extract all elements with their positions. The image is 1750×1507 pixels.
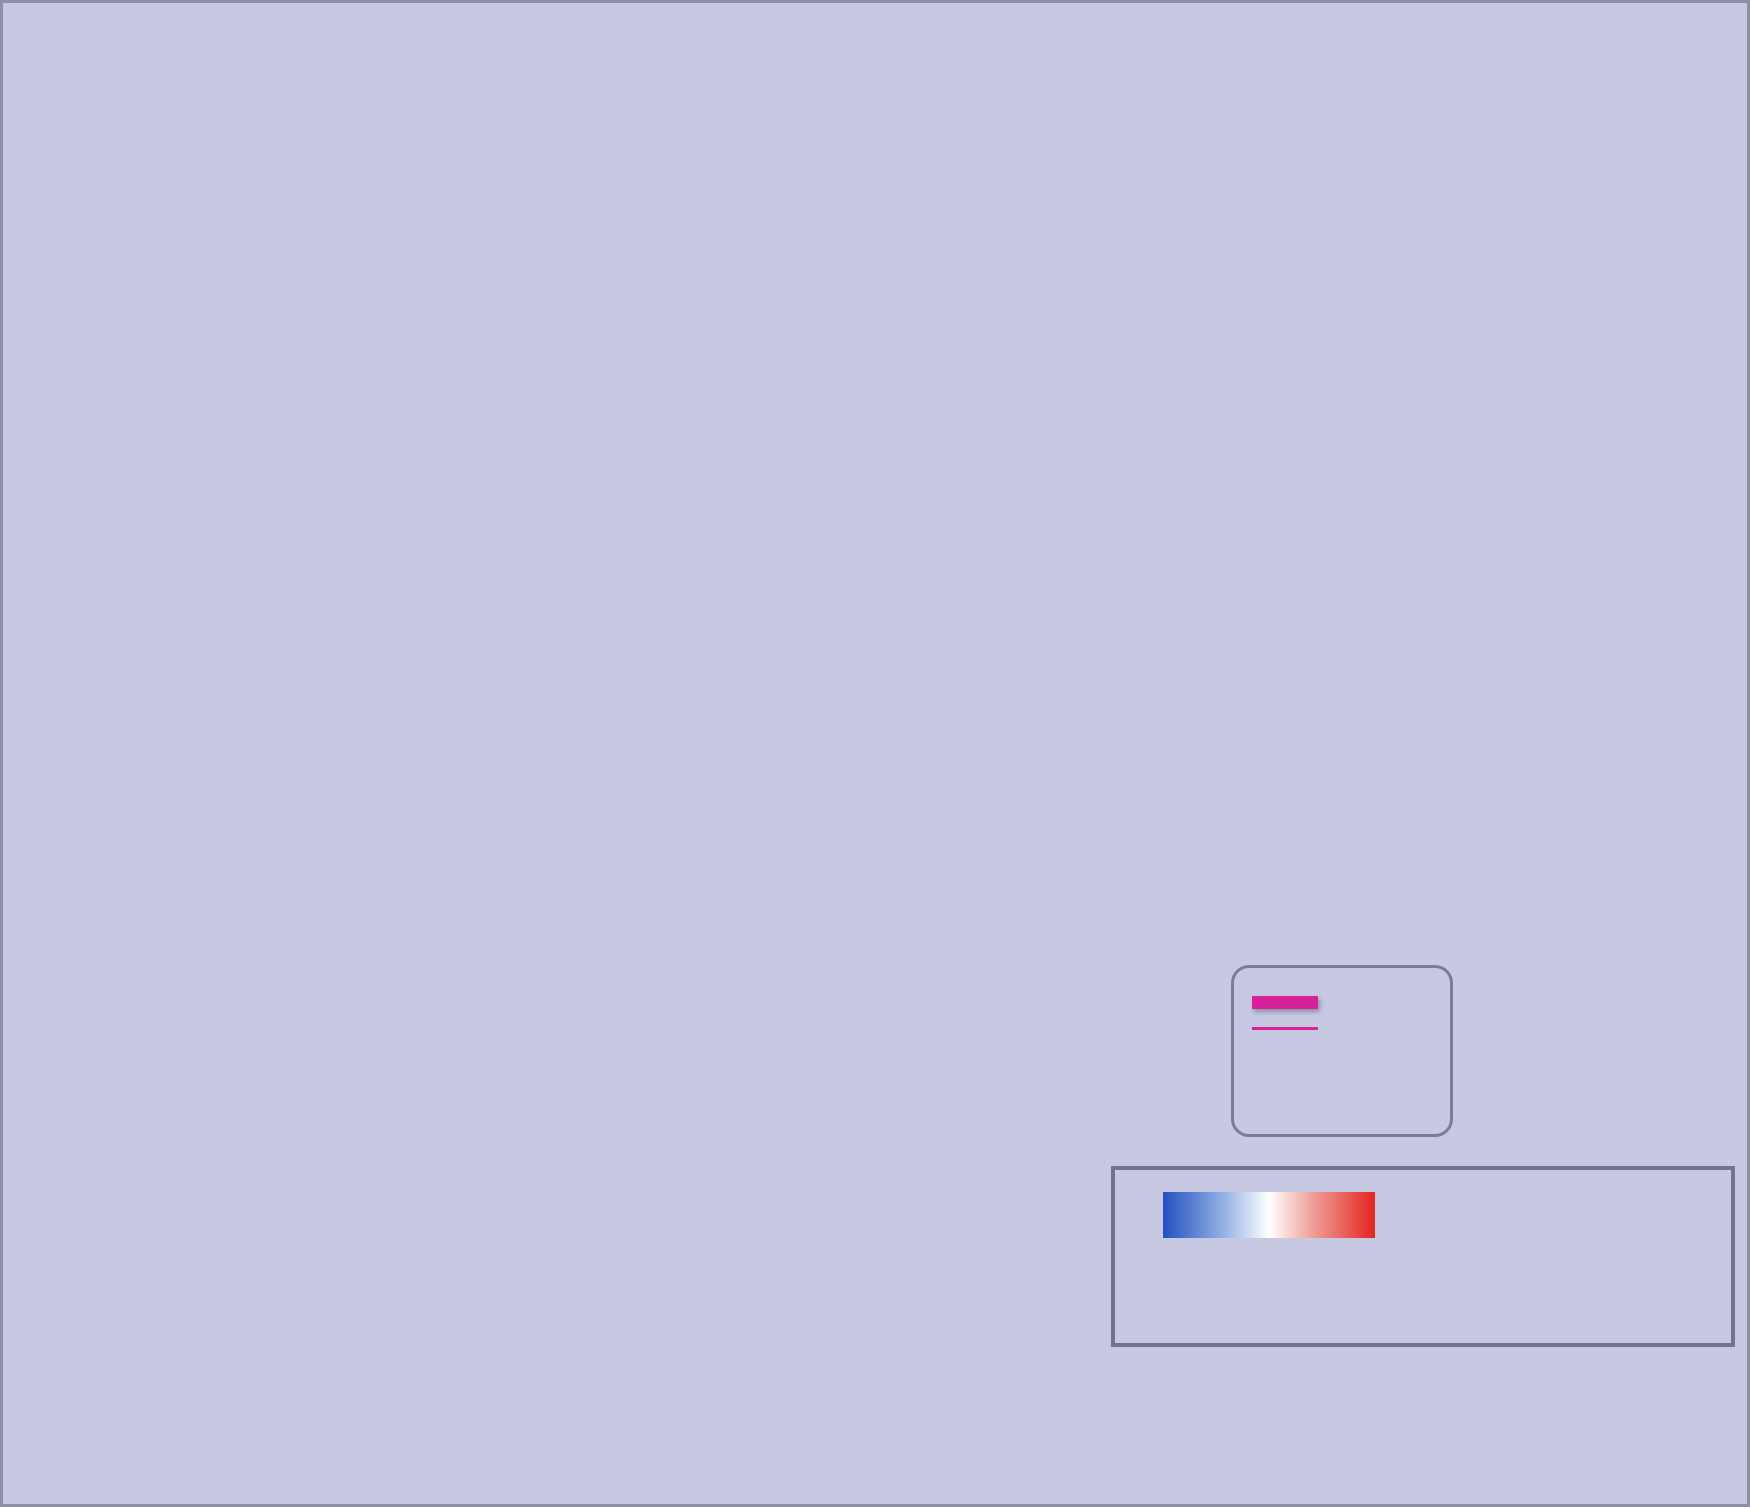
high-significance-line-swatch xyxy=(1252,996,1318,1009)
enrichment-caption xyxy=(1383,1182,1707,1331)
moderate-significance-line-swatch xyxy=(1252,1027,1318,1030)
enrichment-color-scale xyxy=(1155,1182,1383,1331)
enrichment-gradient-bar xyxy=(1163,1192,1375,1238)
legend-enriched-in xyxy=(1111,1166,1735,1347)
legend-overlap-significance xyxy=(1231,965,1453,1137)
legend-item-moderate xyxy=(1252,1027,1450,1030)
legend-item-high xyxy=(1252,996,1450,1009)
